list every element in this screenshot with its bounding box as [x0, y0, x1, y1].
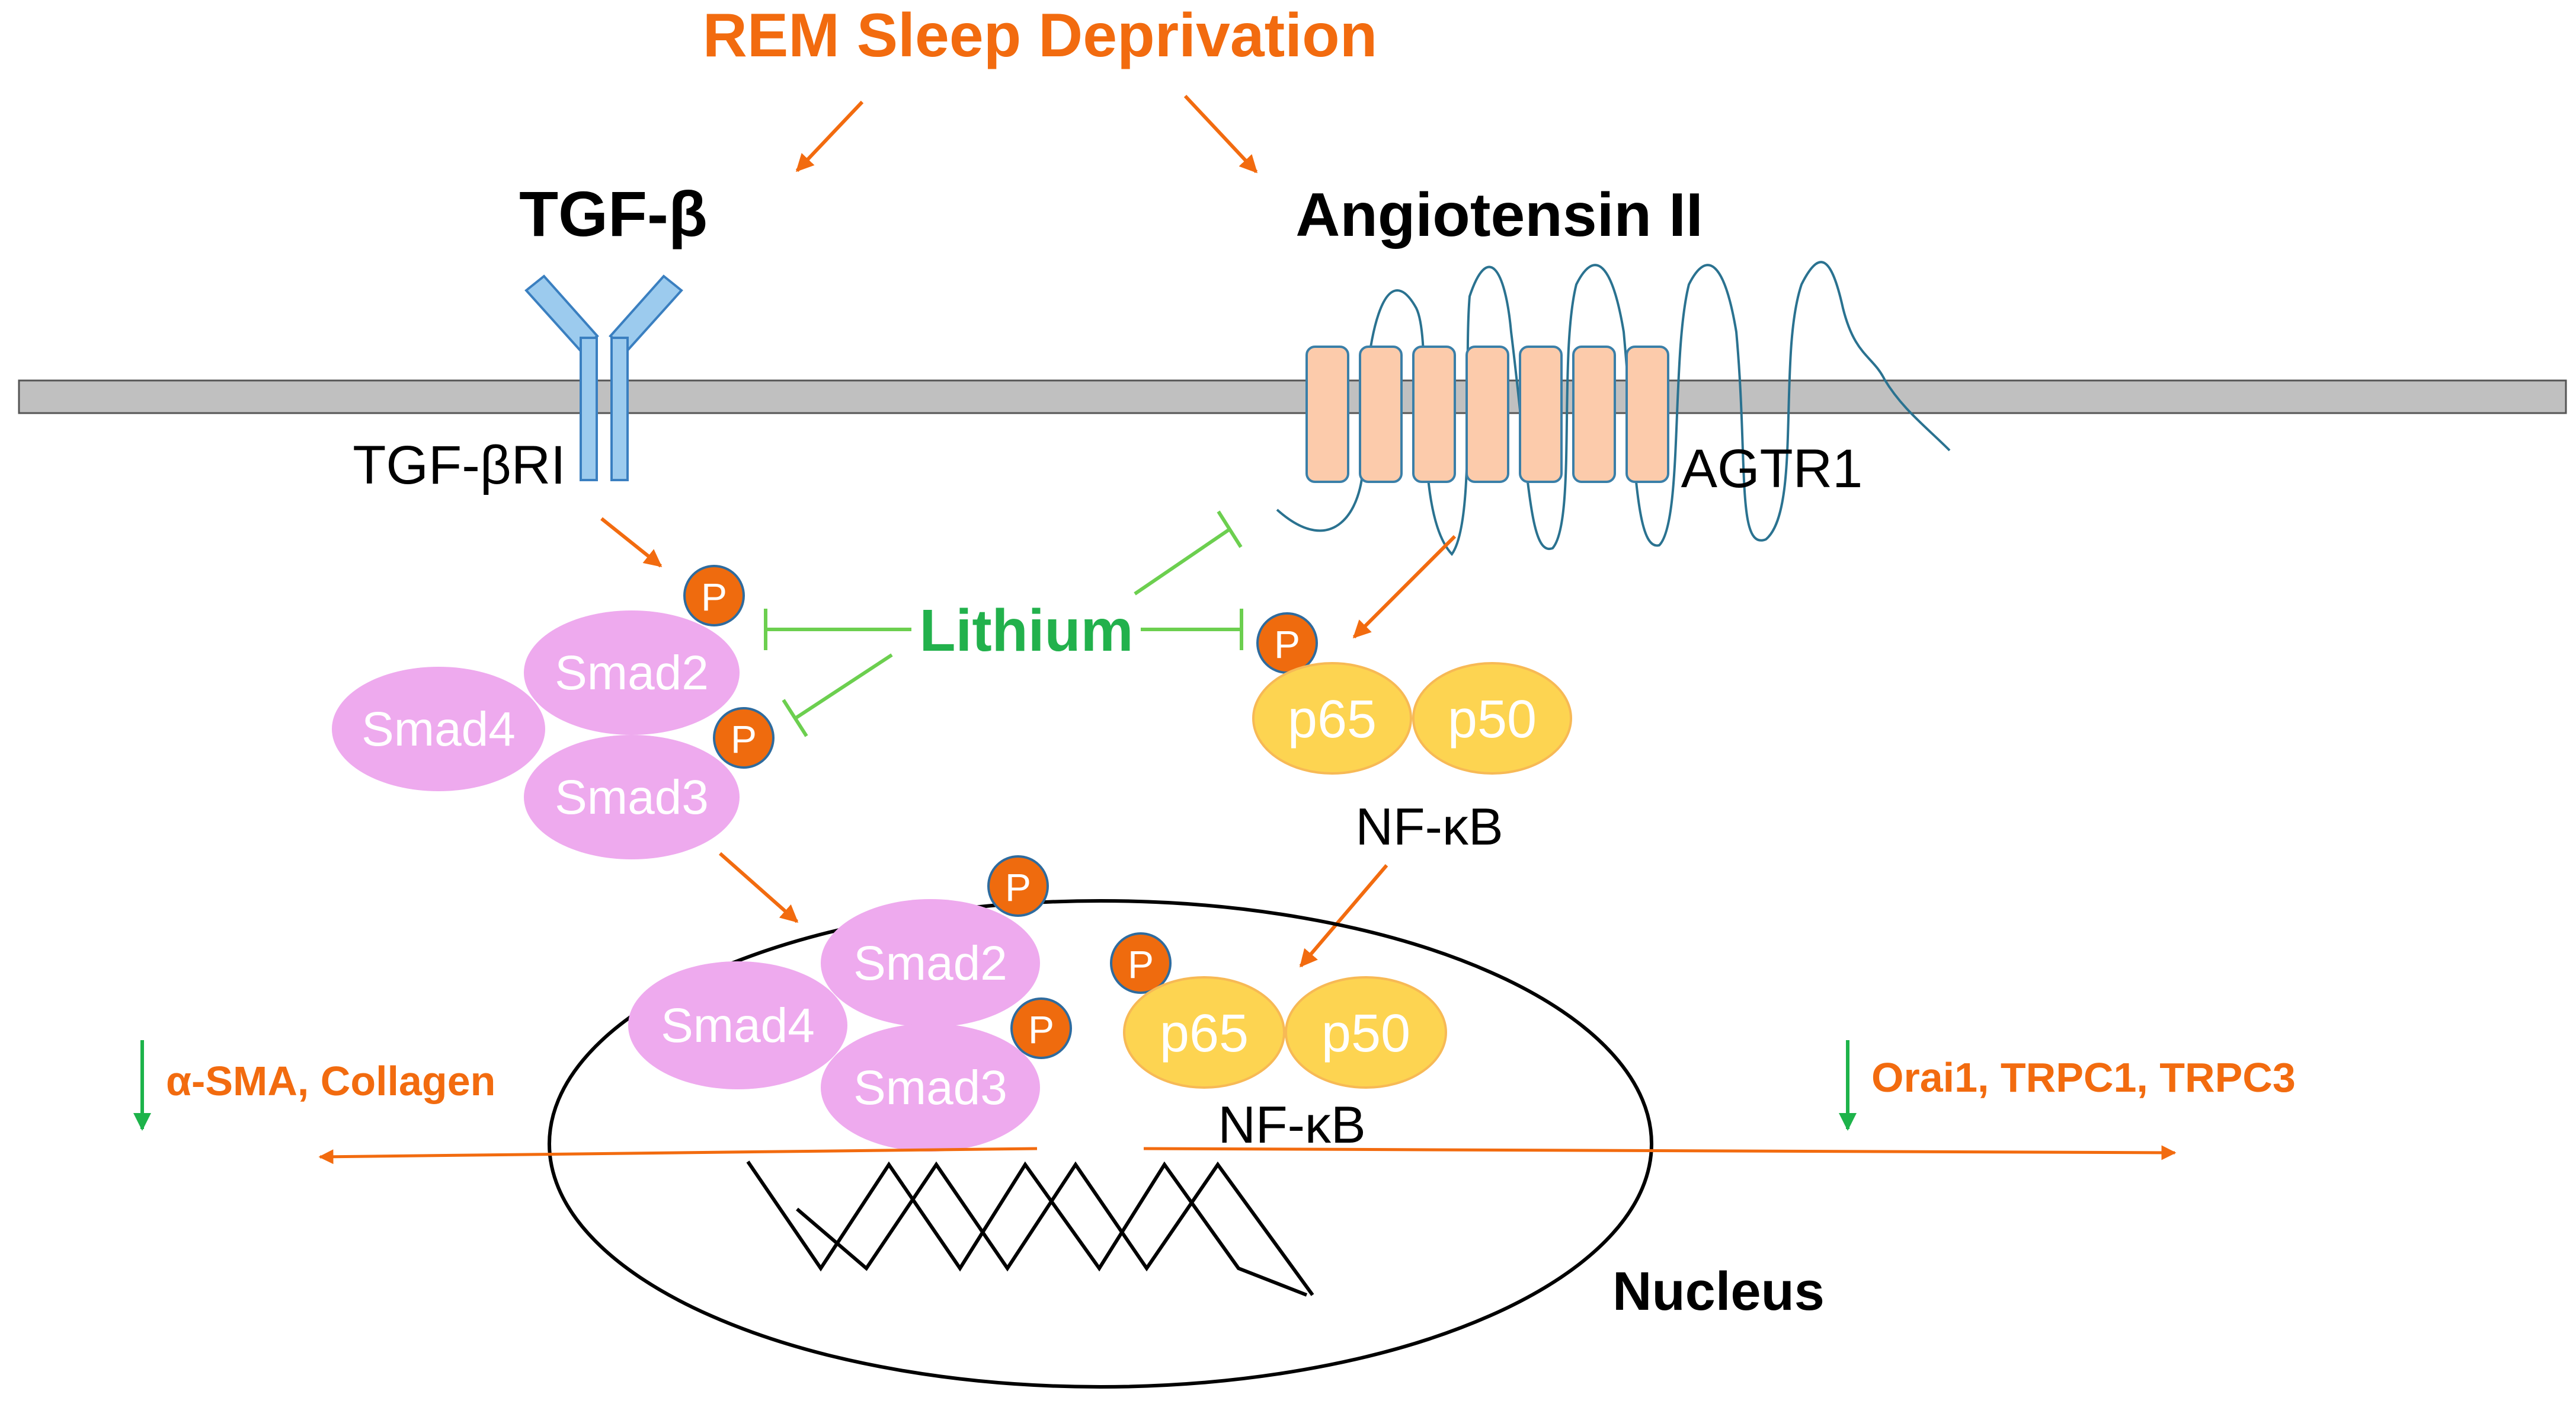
phospho-p65-cytoplasm: P — [1256, 612, 1318, 674]
arrow-agtr1-to-nfkb — [1352, 535, 1457, 639]
output-left-label: α-SMA, Collagen — [166, 1058, 495, 1104]
p50-cytoplasm — [1412, 662, 1572, 775]
cell-membrane — [18, 379, 2567, 414]
lithium-label: Lithium — [919, 597, 1133, 664]
diagram-title: REM Sleep Deprivation — [703, 1, 1377, 70]
p50-cytoplasm-label: p50 — [1448, 690, 1537, 749]
p65-cytoplasm-label: p65 — [1288, 690, 1377, 749]
phospho-p65-nucleus: P — [1110, 932, 1172, 994]
arrow-receptor-to-smad2 — [600, 517, 663, 568]
phospho-smad3-cytoplasm: P — [713, 707, 775, 769]
smad4-cytoplasm-label: Smad4 — [361, 702, 516, 756]
tgf-receptor-label: TGF-βRI — [353, 435, 566, 495]
tgf-receptor-icon — [524, 274, 683, 481]
smad2-nucleus — [821, 899, 1040, 1027]
p65-nucleus — [1123, 976, 1285, 1089]
smad3-cytoplasm-label: Smad3 — [555, 770, 709, 824]
smad2-nucleus-label: Smad2 — [853, 936, 1007, 990]
nucleus — [548, 899, 1653, 1389]
lithium-inhibits-smad2 — [764, 609, 911, 650]
svg-text:P: P — [1028, 1008, 1054, 1051]
svg-text:P: P — [731, 717, 757, 761]
nfkb-nucleus-label: NF-κB — [1218, 1095, 1365, 1154]
svg-text:P: P — [1128, 942, 1154, 986]
svg-text:P: P — [1274, 622, 1300, 666]
dna-strand-2 — [796, 1161, 1314, 1296]
smad3-cytoplasm — [524, 735, 740, 859]
arrow-title-to-angiotensin — [1183, 94, 1258, 174]
svg-text:P: P — [1005, 865, 1031, 909]
smad4-nucleus-label: Smad4 — [661, 999, 815, 1053]
tgf-beta-label: TGF-β — [519, 178, 708, 250]
p50-nucleus — [1285, 976, 1447, 1089]
smad4-nucleus — [628, 961, 847, 1089]
arrow-smad-to-nucleus — [719, 852, 799, 923]
smad2-cytoplasm — [524, 610, 740, 735]
lithium-inhibits-agtr1 — [1134, 510, 1243, 596]
angiotensin-label: Angiotensin II — [1295, 181, 1703, 250]
smad2-cytoplasm-label: Smad2 — [555, 646, 709, 700]
smad4-cytoplasm — [332, 667, 545, 791]
arrow-output-right — [1143, 1145, 2177, 1160]
lithium-inhibits-smad3 — [782, 653, 893, 737]
lithium-inhibits-p65 — [1141, 609, 1243, 650]
arrow-nfkb-to-nucleus — [1299, 864, 1388, 968]
smad3-nucleus-label: Smad3 — [853, 1061, 1007, 1115]
agtr1-label: AGTR1 — [1681, 439, 1863, 499]
output-right-label: Orai1, TRPC1, TRPC3 — [1871, 1054, 2296, 1101]
p50-nucleus-label: p50 — [1321, 1004, 1410, 1063]
phospho-smad2-cytoplasm: P — [683, 565, 745, 626]
phospho-smad3-nucleus: P — [1010, 997, 1072, 1059]
dna-strand-1 — [746, 1160, 1308, 1297]
svg-text:P: P — [701, 575, 727, 619]
p65-nucleus-label: p65 — [1160, 1004, 1249, 1063]
arrow-output-left — [318, 1147, 1038, 1165]
agtr1-receptor-icon — [1276, 261, 1951, 557]
arrow-title-to-tgf — [795, 100, 864, 172]
phospho-smad2-nucleus: P — [987, 855, 1049, 917]
smad3-nucleus — [821, 1024, 1040, 1152]
p65-cytoplasm — [1252, 662, 1412, 775]
nucleus-label: Nucleus — [1612, 1261, 1825, 1322]
nfkb-cytoplasm-label: NF-κB — [1355, 797, 1503, 856]
